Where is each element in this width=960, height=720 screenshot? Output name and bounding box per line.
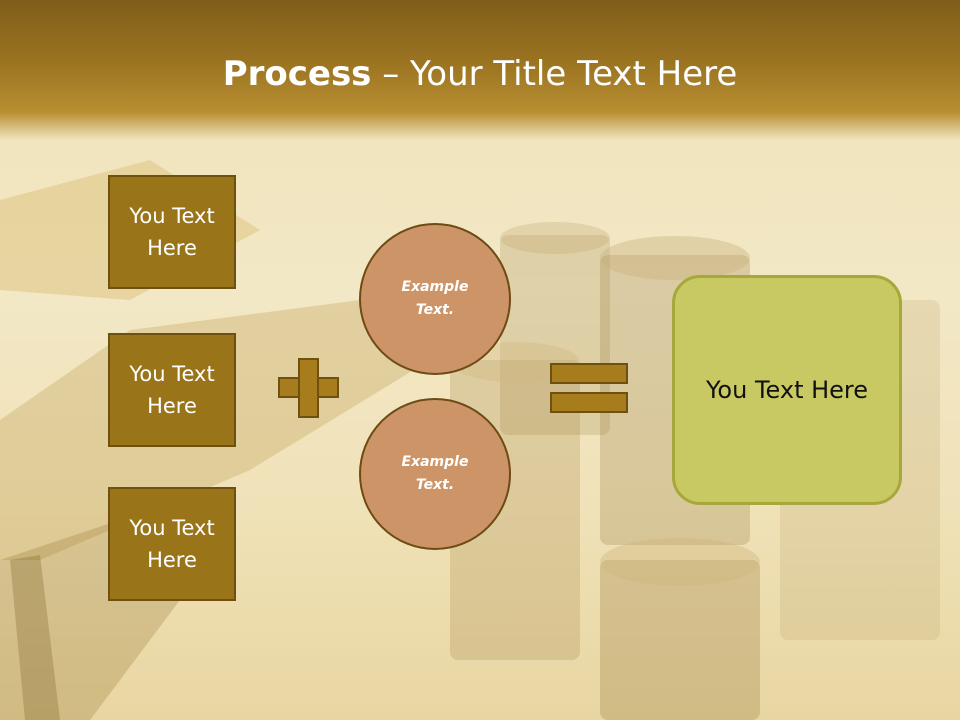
example-circle-2[interactable]: Example Text. <box>359 398 511 550</box>
example-circle-1-label: Example Text. <box>401 279 469 318</box>
result-box-label: You Text Here <box>705 376 869 404</box>
example-circle-1[interactable]: Example Text. <box>359 223 511 375</box>
text-box-3-label: You Text Here <box>129 516 215 572</box>
text-box-1-label: You Text Here <box>129 204 215 260</box>
slide-title: Process – Your Title Text Here <box>0 52 960 96</box>
text-box-3[interactable]: You Text Here <box>108 487 236 601</box>
title-rest-text: – Your Title Text Here <box>371 54 738 94</box>
result-box[interactable]: You Text Here <box>672 275 902 505</box>
example-circle-2-label: Example Text. <box>401 454 469 493</box>
title-bold-text: Process <box>222 54 372 94</box>
text-box-2-label: You Text Here <box>129 362 215 418</box>
equals-bottom-bar <box>550 392 628 413</box>
text-box-1[interactable]: You Text Here <box>108 175 236 289</box>
equals-top-bar <box>550 363 628 384</box>
text-box-2[interactable]: You Text Here <box>108 333 236 447</box>
header-band <box>0 0 960 140</box>
plus-center <box>300 379 317 396</box>
